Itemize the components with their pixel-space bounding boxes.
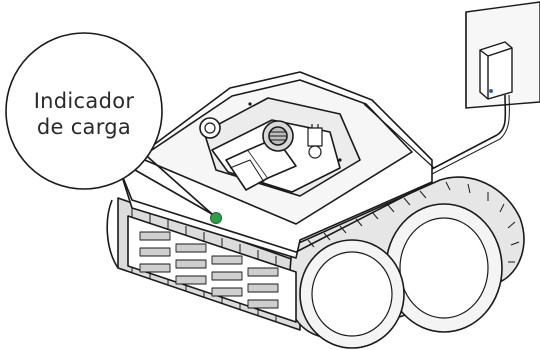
charge-indicator-led (211, 213, 222, 224)
callout-line-2: de carga (14, 114, 154, 140)
robot-cleaner-icon (107, 72, 524, 348)
callout-line-1: Indicador (14, 88, 154, 114)
charging-port (308, 124, 322, 158)
callout-label: Indicador de carga (14, 88, 154, 140)
